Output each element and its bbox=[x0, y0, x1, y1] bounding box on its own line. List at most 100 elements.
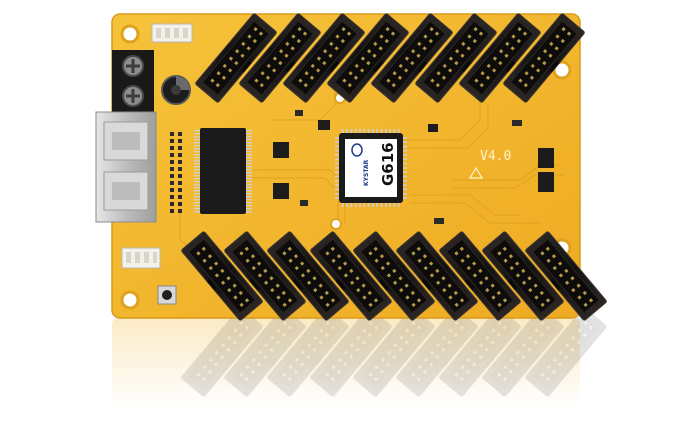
idc-header-connector-icon bbox=[283, 13, 365, 103]
chip-pin bbox=[346, 129, 348, 133]
idc-header-connector-icon bbox=[525, 231, 607, 321]
reflected-connector bbox=[224, 307, 306, 397]
ic-pin bbox=[246, 169, 252, 171]
ic-pin bbox=[246, 166, 252, 168]
reflected-connector bbox=[439, 307, 521, 397]
reflected-connector bbox=[525, 307, 607, 397]
chip-pin bbox=[403, 188, 407, 191]
ic-pin bbox=[194, 175, 200, 177]
chip-pin bbox=[350, 203, 353, 207]
ic-pin bbox=[194, 211, 200, 213]
ic-pin bbox=[246, 211, 252, 213]
ic-pin bbox=[194, 172, 200, 174]
ic-pin bbox=[194, 133, 200, 135]
chip-pin bbox=[335, 137, 339, 139]
top-white-connector bbox=[151, 23, 193, 43]
ic-pin bbox=[194, 202, 200, 204]
chip-pin bbox=[335, 158, 339, 161]
chip-model-label: G616 bbox=[379, 142, 397, 186]
screw-terminal-icon bbox=[112, 50, 154, 112]
header-pin bbox=[178, 160, 182, 164]
chip-pin bbox=[354, 129, 357, 133]
chip-pin bbox=[403, 171, 407, 173]
idc-header-connector-icon bbox=[459, 13, 541, 103]
ic-pin bbox=[246, 208, 252, 210]
ic-pin bbox=[246, 151, 252, 153]
chip-pin bbox=[403, 141, 407, 143]
ic-pin bbox=[194, 157, 200, 159]
small-chips bbox=[273, 110, 522, 224]
ic-pin bbox=[246, 136, 252, 138]
ic-pin bbox=[246, 157, 252, 159]
ic-pin bbox=[194, 148, 200, 150]
chip-pin bbox=[393, 129, 396, 133]
header-pin bbox=[170, 153, 174, 157]
chip-pin bbox=[335, 192, 339, 195]
chip-pin bbox=[335, 154, 339, 156]
header-pin bbox=[178, 167, 182, 171]
chip-pin bbox=[335, 184, 339, 186]
header-pin bbox=[170, 202, 174, 206]
warning-triangle-icon bbox=[468, 166, 484, 179]
ic-pin bbox=[194, 196, 200, 198]
header-pin bbox=[170, 195, 174, 199]
reflected-connector bbox=[482, 307, 564, 397]
chip-pin bbox=[359, 203, 361, 207]
chip-pin bbox=[397, 129, 400, 133]
idc-header-connector-icon bbox=[503, 13, 585, 103]
chip-pin bbox=[403, 145, 407, 148]
chip-pin bbox=[346, 203, 348, 207]
chip-pin bbox=[403, 154, 407, 156]
chip-pin bbox=[335, 171, 339, 173]
chip-pin bbox=[403, 197, 407, 199]
header-pin bbox=[178, 209, 182, 213]
header-pin bbox=[170, 160, 174, 164]
chip-pin bbox=[359, 129, 361, 133]
chip-pin bbox=[403, 184, 407, 186]
idc-header-connector-icon bbox=[327, 13, 409, 103]
ic-pin bbox=[194, 142, 200, 144]
chip-pin bbox=[389, 129, 391, 133]
chip-pin bbox=[385, 129, 387, 133]
ic-pin bbox=[246, 196, 252, 198]
header-pin bbox=[170, 132, 174, 136]
ic-pin bbox=[246, 193, 252, 195]
ic-pin bbox=[246, 184, 252, 186]
ic-pin bbox=[194, 187, 200, 189]
ic-pin bbox=[194, 178, 200, 180]
chip-pin bbox=[403, 180, 407, 182]
kystar-logo-icon bbox=[351, 143, 363, 157]
ic-pin bbox=[194, 199, 200, 201]
idc-header-connector-icon bbox=[267, 231, 349, 321]
header-pin bbox=[170, 174, 174, 178]
reflected-connector bbox=[310, 307, 392, 397]
ic-pin bbox=[194, 151, 200, 153]
header-pin bbox=[170, 167, 174, 171]
hub-connectors-bottom bbox=[181, 231, 607, 321]
ic-pin bbox=[246, 148, 252, 150]
header-pin bbox=[178, 174, 182, 178]
reflected-connector bbox=[181, 307, 263, 397]
chip-pin bbox=[342, 203, 344, 207]
idc-header-connector-icon bbox=[195, 13, 277, 103]
ic-pin bbox=[246, 160, 252, 162]
header-pin bbox=[178, 181, 182, 185]
ic-pin bbox=[194, 166, 200, 168]
header-pin bbox=[178, 146, 182, 150]
ic-pin bbox=[194, 190, 200, 192]
ic-pin bbox=[194, 130, 200, 132]
chip-pin bbox=[335, 162, 339, 165]
idc-header-connector-icon bbox=[482, 231, 564, 321]
idc-header-connector-icon bbox=[353, 231, 435, 321]
header-pin bbox=[170, 139, 174, 143]
ic-pin bbox=[246, 202, 252, 204]
right-small-ics bbox=[538, 148, 554, 192]
ic-pin bbox=[246, 187, 252, 189]
chip-pin bbox=[367, 203, 370, 207]
hub-connectors-top bbox=[195, 13, 585, 103]
electrolytic-capacitor-icon bbox=[161, 75, 191, 105]
chip-pin bbox=[342, 129, 344, 133]
ic-pin bbox=[194, 145, 200, 147]
chip-pin bbox=[335, 175, 339, 178]
